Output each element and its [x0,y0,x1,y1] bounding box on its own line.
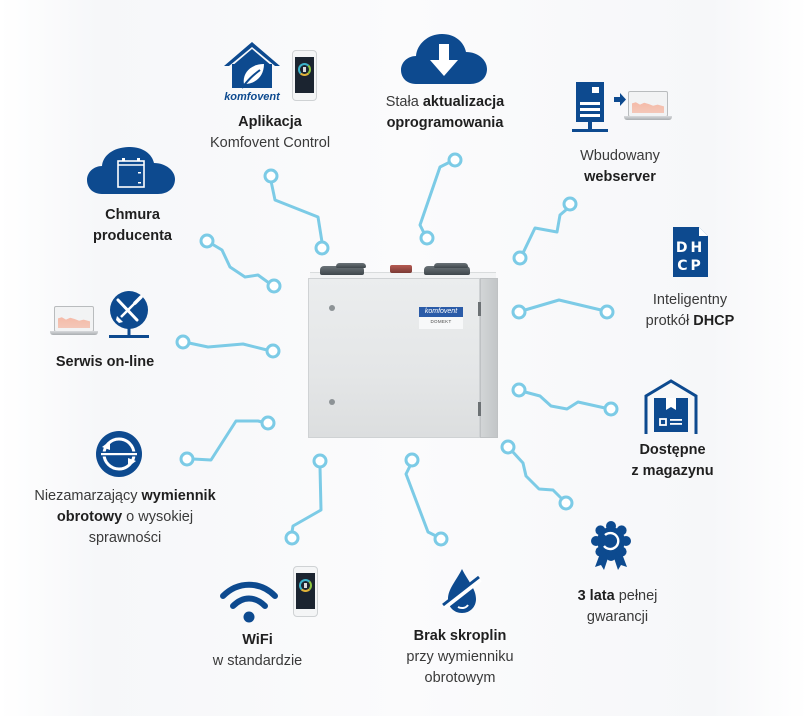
label-text: obrotowy [56,509,123,525]
cloud-download-icon [400,32,488,86]
connector-dhcp [511,298,615,320]
connector-app [263,168,330,256]
label-text: Dostępne [639,442,706,458]
rotary-exchanger-icon [95,430,143,478]
label-text: Brak skroplin [413,628,507,644]
cloud-server-icon [86,146,176,196]
feature-warranty-label: 3 lata pełnej gwarancji [560,586,675,628]
label-text: Niezamarzający [34,488,142,504]
brand-name: komfovent [419,307,463,317]
feature-cloud-label: Chmura producenta [75,205,190,247]
connector-updates [418,152,463,246]
label-text: wymiennik [141,488,216,504]
label-text: DHCP [693,313,735,329]
label-text: WiFi [242,632,273,648]
label-text: przy wymienniku [406,649,514,665]
label-text: producenta [93,228,172,244]
feature-updates-label: Stała aktualizacja oprogramowania [370,92,520,134]
label-text: sprawności [88,530,162,546]
no-water-drop-icon [438,567,484,615]
label-text: pełnej [614,588,658,604]
duct-connector-red [390,265,412,273]
label-text: Inteligentny [652,292,728,308]
hinge [478,402,481,416]
label-text: protkół [645,313,694,329]
label-text: aktualizacja [422,94,505,110]
smartphone-icon [292,50,317,101]
label-text: Serwis on-line [55,354,155,370]
label-text: oprogramowania [386,115,504,131]
label-text: w standardzie [212,653,303,669]
label-text: Wbudowany [580,148,660,164]
laptop-base [50,331,98,335]
connector-exchanger [179,415,276,467]
feature-stock-label: Dostępne z magazynu [615,440,730,482]
smartphone-icon [293,566,318,617]
connector-cloud [199,233,282,294]
connector-wifi [284,453,328,546]
feature-app-label: Aplikacja Komfovent Control [190,112,350,154]
feature-dhcp-label: Inteligentny protkół DHCP [630,290,750,332]
ventilation-unit-image: komfovent DOMEKT [306,262,502,438]
connector-stock [511,382,619,417]
duct-spigot [424,266,470,275]
label-text: gwarancji [586,609,649,625]
label-text: z magazynu [631,463,714,479]
label-text: webserver [584,169,656,185]
connector-warranty [500,439,574,511]
feature-webserver-label: Wbudowany webserver [560,146,680,188]
duct-spigot [336,263,366,268]
komfovent-brand-text: komfovent [224,91,281,102]
award-rosette-icon [589,521,633,571]
warehouse-box-icon [642,378,700,436]
label-text: obrotowym [424,670,496,686]
screw [329,399,335,405]
dhcp-document-icon: DH CP [670,226,710,278]
dhcp-icon-text: DH [676,240,705,256]
unit-brand-label: komfovent DOMEKT [419,307,463,329]
label-text: 3 lata [577,588,615,604]
laptop-icon [628,91,668,117]
laptop-base [624,116,672,120]
label-text: Chmura [105,207,160,223]
label-text: Aplikacja [238,114,302,130]
feature-service-label: Serwis on-line [40,352,170,373]
label-text: Komfovent Control [209,135,331,151]
feature-exchanger-label: Niezamarzający wymiennik obrotowy o wyso… [20,486,230,549]
feature-wifi-label: WiFi w standardzie [200,630,315,672]
duct-spigot [320,266,364,275]
dhcp-icon-text: CP [677,258,704,274]
laptop-icon [54,306,94,332]
house-leaf-icon: komfovent [222,40,282,102]
unit-side-panel [480,278,498,438]
wifi-icon [220,580,278,624]
model-name: DOMEKT [430,319,452,324]
label-text: o wysokiej [122,509,194,525]
unit-front-panel: komfovent DOMEKT [308,278,480,438]
server-to-laptop-icon [570,80,672,134]
connector-condensate [404,452,449,547]
service-tools-icon [105,290,153,340]
connector-webserver [512,196,578,266]
connector-service [175,334,281,359]
feature-condensate-label: Brak skroplin przy wymienniku obrotowym [395,626,525,689]
label-text: Stała [385,94,423,110]
duct-spigot [434,263,468,268]
screw [329,305,335,311]
hinge [478,302,481,316]
